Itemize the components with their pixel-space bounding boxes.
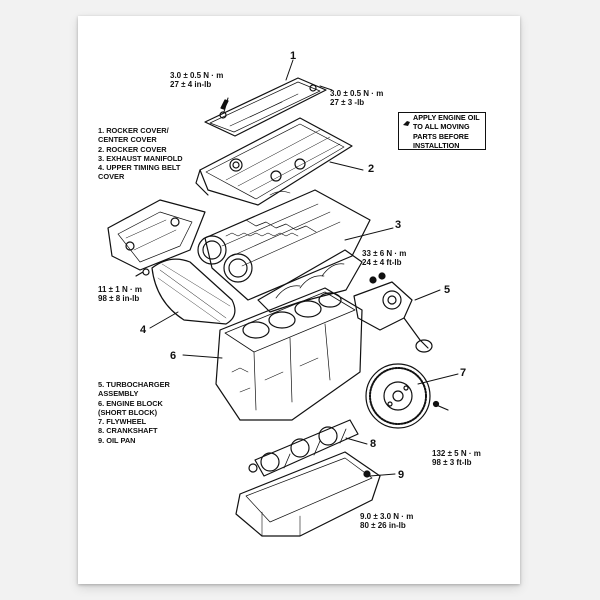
legend-top-line: CENTER COVER [98,135,157,145]
exhaust-manifold [257,249,363,313]
torque-spec-5-nm: 132 ± 5 N · m [432,449,481,458]
note-line-3: PARTS BEFORE [413,131,469,141]
torque-spec-1-nm: 3.0 ± 0.5 N · m [170,71,224,80]
torque-spec-3-nm: 33 ± 6 N · m [362,249,407,258]
callout-3: 3 [395,219,402,231]
poster-sheet [78,16,520,584]
callout-6: 6 [170,350,177,362]
timing-cover-side-view [107,199,206,271]
crankshaft [248,419,359,477]
legend-top-line: 2. ROCKER COVER [98,144,167,154]
legend-top: 1. ROCKER COVER/ CENTER COVER 2. ROCKER … [98,126,183,182]
legend-bottom-line: 8. CRANKSHAFT [98,426,158,436]
callout-2: 2 [368,163,375,175]
oil-pan [235,451,381,537]
engine-block [215,287,363,421]
flywheel [365,363,449,429]
legend-bottom-line: (SHORT BLOCK) [98,407,158,417]
cylinder-head [197,189,371,301]
torque-spec-3-ftlb: 24 ± 4 ft-lb [362,258,402,267]
legend-top-line: 3. EXHAUST MANIFOLD [98,153,183,163]
legend-bottom-line: 5. TURBOCHARGER [98,380,170,389]
torque-spec-4-inlb: 98 ± 8 in-lb [98,294,140,303]
legend-bottom-line: ASSEMBLY [98,389,139,399]
rocker-cover [195,117,353,206]
upper-timing-belt-cover [135,258,236,325]
torque-spec-2-nm: 3.0 ± 0.5 N · m [330,89,384,98]
torque-spec-6-nm: 9.0 ± 3.0 N · m [360,512,414,521]
torque-spec-5-ftlb: 98 ± 3 ft-lb [432,458,472,467]
legend-bottom-line: 6. ENGINE BLOCK [98,398,163,408]
callout-4: 4 [140,324,147,336]
turbocharger-assembly [353,272,433,353]
callout-7: 7 [460,367,467,379]
rocker-center-cover [204,77,327,137]
callout-9: 9 [398,469,405,481]
torque-spec-2-inlb: 27 ± 3 -lb [330,98,365,107]
legend-bottom: 5. TURBOCHARGER ASSEMBLY 6. ENGINE BLOCK… [98,380,170,445]
legend-bottom-line: 7. FLYWHEEL [98,417,147,427]
oil-can-icon [403,121,410,126]
legend-top-line: 4. UPPER TIMING BELT [98,163,181,173]
legend-top-line: 1. ROCKER COVER/ [98,126,169,135]
legend-bottom-line: 9. OIL PAN [98,435,136,445]
note-line-4: INSTALLTION [413,141,460,151]
callout-8: 8 [370,438,377,450]
callout-1: 1 [290,50,297,62]
torque-spec-1-inlb: 27 ± 4 in-lb [170,80,212,89]
torque-spec-4-nm: 11 ± 1 N · m [98,285,142,294]
note-line-1: APPLY ENGINE OIL [413,113,480,122]
note-line-2: TO ALL MOVING [413,122,470,132]
callout-5: 5 [444,284,451,296]
legend-top-line: COVER [98,172,125,182]
engine-oil-note-box: APPLY ENGINE OIL TO ALL MOVING PARTS BEF… [398,112,486,150]
torque-spec-6-inlb: 80 ± 26 in-lb [360,521,406,530]
